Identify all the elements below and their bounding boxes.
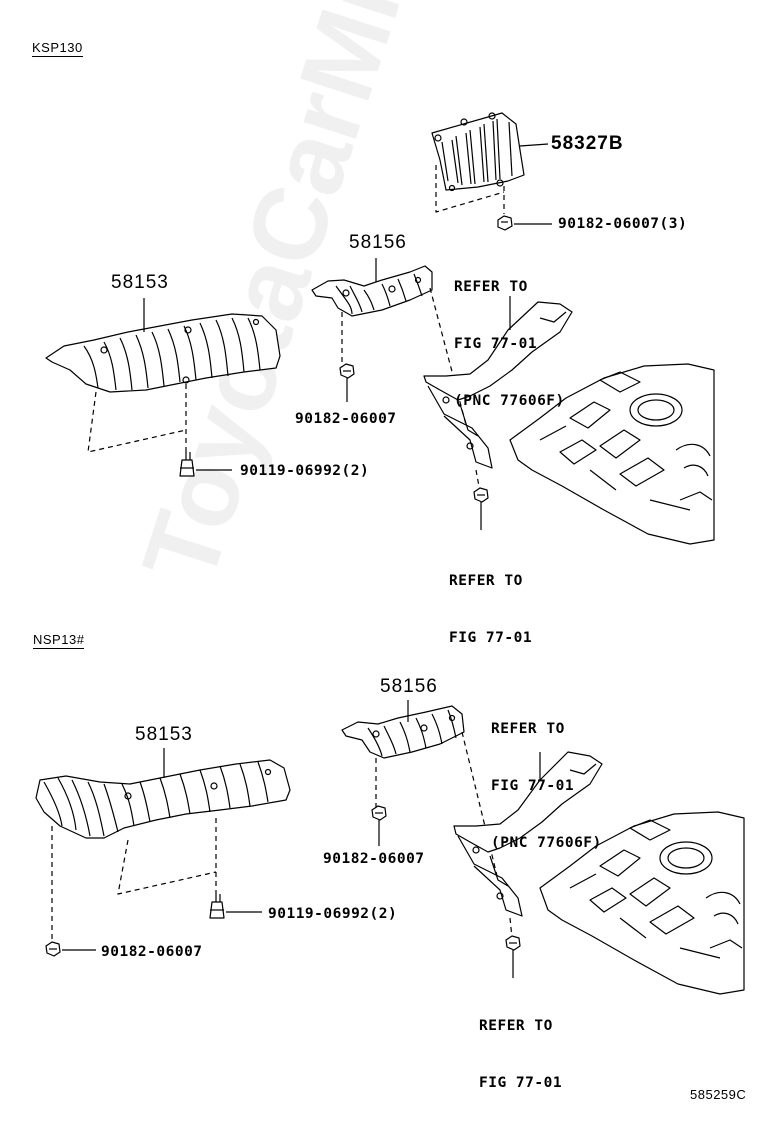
heat-insulator-58153-top [45, 298, 281, 453]
refer-pnc-bottom-line-2: FIG 77-01 [491, 778, 575, 794]
refer-pnc-bottom-line-1: REFER TO [491, 721, 565, 737]
label-nut-top-3: 90182-06007(3) [558, 216, 688, 232]
refer-top-line-2: FIG 77-01 [449, 630, 533, 646]
filler-pipe-bottom [453, 751, 603, 939]
bolt-top [179, 452, 232, 477]
nut-bottom-middle [371, 805, 387, 846]
refer-pnc-top: REFER TO FIG 77-01 (PNC 77606F) [454, 240, 565, 449]
label-nut-bottom-left: 90182-06007 [101, 944, 203, 960]
label-58327b: 58327B [551, 133, 624, 154]
heat-insulator-58153-bottom [35, 748, 291, 940]
label-58153-top: 58153 [111, 272, 169, 293]
refer-pnc-top-line-1: REFER TO [454, 279, 528, 295]
refer-pnc-top-line-3: (PNC 77606F) [454, 393, 565, 409]
refer-bottom-line-1: REFER TO [479, 1018, 553, 1034]
refer-pnc-bottom-line-3: (PNC 77606F) [491, 835, 602, 851]
refer-top-line-1: REFER TO [449, 573, 523, 589]
label-nut-top: 90182-06007 [295, 411, 397, 427]
filler-pipe-top [423, 296, 573, 493]
fuel-tank-bottom [539, 811, 745, 995]
label-nut-bottom: 90182-06007 [323, 851, 425, 867]
fuel-tank-top [509, 363, 715, 545]
section-label-ksp130: KSP130 [32, 40, 83, 57]
label-bolt-top: 90119-06992(2) [240, 463, 370, 479]
refer-bottom-line-2: FIG 77-01 [479, 1075, 563, 1091]
nut-top-right [497, 215, 552, 231]
label-58153-bottom: 58153 [135, 724, 193, 745]
nut-bottom-lower [505, 935, 521, 978]
nut-top-middle [339, 363, 355, 402]
heat-insulator-58156-top [311, 258, 471, 441]
label-58156-bottom: 58156 [380, 676, 438, 697]
section-label-nsp13: NSP13# [33, 632, 85, 649]
refer-pnc-bottom: REFER TO FIG 77-01 (PNC 77606F) [491, 682, 602, 891]
label-58156-top: 58156 [349, 232, 407, 253]
figure-code: 585259C [690, 1087, 747, 1102]
nut-bottom-left [45, 941, 96, 957]
heat-insulator-58156-bottom [341, 700, 501, 889]
nut-top-lower [473, 487, 489, 530]
heat-insulator-58327b [431, 112, 549, 214]
label-bolt-bottom: 90119-06992(2) [268, 906, 398, 922]
refer-top: REFER TO FIG 77-01 [449, 534, 532, 686]
refer-bottom: REFER TO FIG 77-01 [479, 979, 562, 1131]
bolt-bottom [209, 894, 262, 919]
refer-pnc-top-line-2: FIG 77-01 [454, 336, 538, 352]
